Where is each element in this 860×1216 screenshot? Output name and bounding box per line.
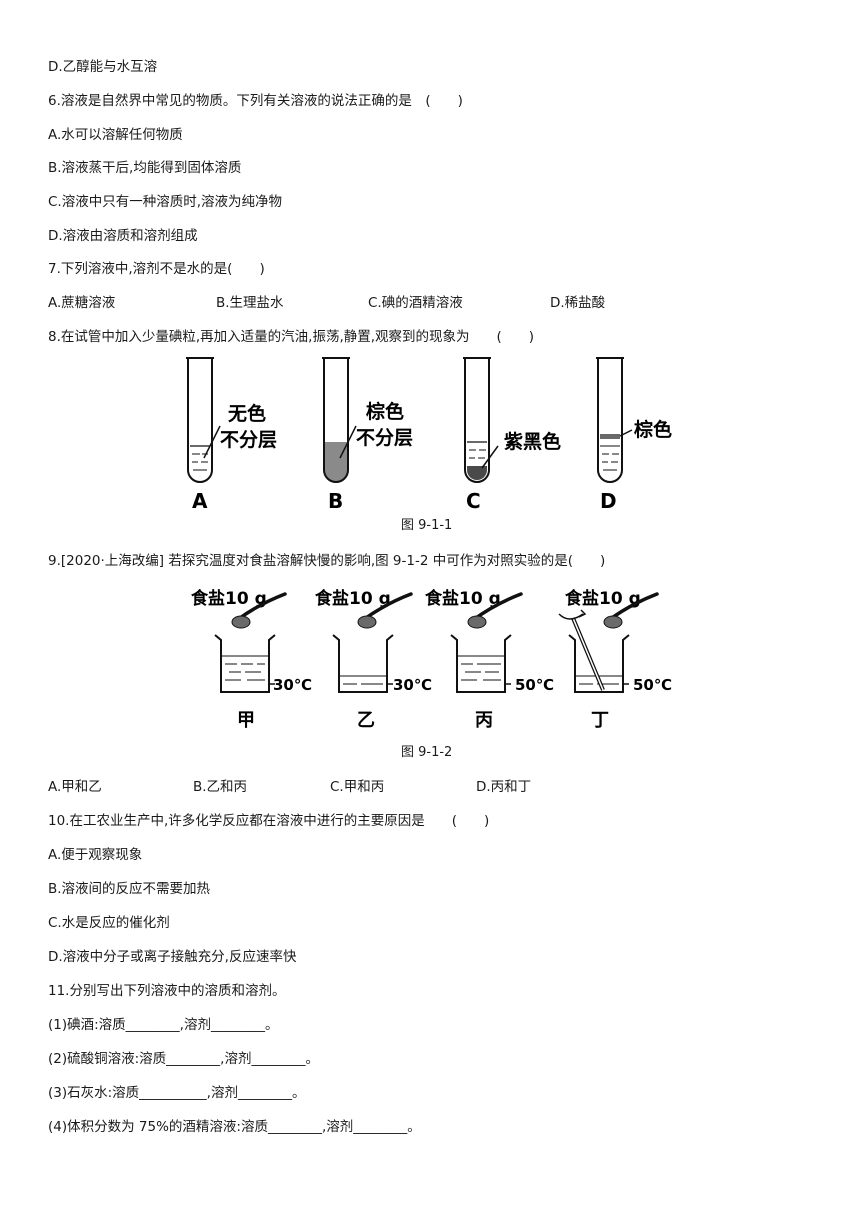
figure-2-caption: 图 9-1-2	[401, 745, 453, 760]
question-7-option-b: B.生理盐水	[216, 295, 284, 311]
beaker-ding-temp: 50℃	[633, 676, 672, 694]
question-10-option-b: B.溶液间的反应不需要加热	[48, 881, 211, 897]
beaker-bing-temp: 50℃	[515, 676, 554, 694]
question-9-option-c: C.甲和丙	[330, 779, 385, 795]
test-tube-c: 紫黑色 C	[463, 357, 561, 513]
tube-a-note-1: 无色	[228, 402, 266, 425]
question-10: 10.在工农业生产中,许多化学反应都在溶液中进行的主要原因是 ( )	[48, 813, 490, 829]
beaker-bing-name: 丙	[475, 710, 493, 731]
beaker-jia-name: 甲	[237, 710, 255, 731]
question-8: 8.在试管中加入少量碘粒,再加入适量的汽油,振荡,静置,观察到的现象为 ( )	[48, 329, 535, 345]
question-7-option-d: D.稀盐酸	[550, 295, 606, 311]
question-7-option-c: C.碘的酒精溶液	[368, 295, 463, 311]
question-6-option-d: D.溶液由溶质和溶剂组成	[48, 228, 198, 244]
question-9-option-b: B.乙和丙	[193, 779, 248, 795]
question-6-option-b: B.溶液蒸干后,均能得到固体溶质	[48, 160, 242, 176]
tube-b-letter: B	[328, 489, 343, 513]
question-11-part-3: (3)石灰水:溶质__________,溶剂________。	[48, 1085, 306, 1101]
figure-1-caption: 图 9-1-1	[401, 518, 453, 533]
beaker-yi-temp: 30℃	[393, 676, 432, 694]
option-d-ethanol: D.乙醇能与水互溶	[48, 59, 158, 75]
beaker-ding-salt: 食盐10 g	[565, 588, 641, 609]
test-tube-b: 棕色 不分层 B	[322, 357, 413, 513]
question-6-option-a: A.水可以溶解任何物质	[48, 127, 183, 143]
test-tube-d: 棕色 D	[596, 357, 672, 513]
question-10-option-c: C.水是反应的催化剂	[48, 915, 170, 931]
beaker-jia-temp: 30℃	[273, 676, 312, 694]
figure-beakers: 食盐10 g 30℃ 甲 食盐10 g 30℃ 乙 食盐10 g	[191, 588, 672, 731]
beaker-yi-salt: 食盐10 g	[315, 588, 391, 609]
beaker-ding: 食盐10 g 50℃ 丁	[558, 588, 672, 731]
question-11-part-2: (2)硫酸铜溶液:溶质________,溶剂________。	[48, 1051, 319, 1067]
question-10-option-d: D.溶液中分子或离子接触充分,反应速率快	[48, 949, 297, 965]
beaker-yi: 食盐10 g 30℃ 乙	[315, 588, 432, 731]
beaker-ding-name: 丁	[591, 710, 609, 731]
question-7-option-a: A.蔗糖溶液	[48, 295, 116, 311]
tube-d-letter: D	[600, 489, 617, 513]
tube-d-note: 棕色	[634, 418, 672, 441]
question-9-option-d: D.丙和丁	[476, 779, 532, 795]
question-10-option-a: A.便于观察现象	[48, 847, 143, 863]
tube-c-note: 紫黑色	[504, 430, 561, 453]
question-11-part-4: (4)体积分数为 75%的酒精溶液:溶质________,溶剂________。	[48, 1119, 421, 1135]
tube-a-note-2: 不分层	[220, 429, 277, 451]
beaker-yi-name: 乙	[357, 710, 375, 731]
tube-b-note-1: 棕色	[366, 400, 404, 423]
figure-test-tubes: 无色 不分层 A 棕色 不分层 B 紫黑色 C 棕色	[186, 357, 672, 513]
question-11: 11.分别写出下列溶液中的溶质和溶剂。	[48, 983, 286, 999]
tube-c-letter: C	[466, 489, 481, 513]
beaker-jia-salt: 食盐10 g	[191, 588, 267, 609]
question-6-option-c: C.溶液中只有一种溶质时,溶液为纯净物	[48, 194, 283, 210]
question-9: 9.[2020·上海改编] 若探究温度对食盐溶解快慢的影响,图 9-1-2 中可…	[48, 553, 606, 569]
test-tube-a: 无色 不分层 A	[186, 357, 277, 513]
beaker-bing: 食盐10 g 50℃ 丙	[425, 588, 554, 731]
question-11-part-1: (1)碘酒:溶质________,溶剂________。	[48, 1017, 279, 1033]
beaker-jia: 食盐10 g 30℃ 甲	[191, 588, 312, 731]
question-6: 6.溶液是自然界中常见的物质。下列有关溶液的说法正确的是 ( )	[48, 93, 463, 109]
question-9-option-a: A.甲和乙	[48, 779, 102, 795]
beaker-bing-salt: 食盐10 g	[425, 588, 501, 609]
question-7: 7.下列溶液中,溶剂不是水的是( )	[48, 261, 265, 277]
tube-a-letter: A	[192, 489, 208, 513]
tube-b-note-2: 不分层	[356, 427, 413, 449]
